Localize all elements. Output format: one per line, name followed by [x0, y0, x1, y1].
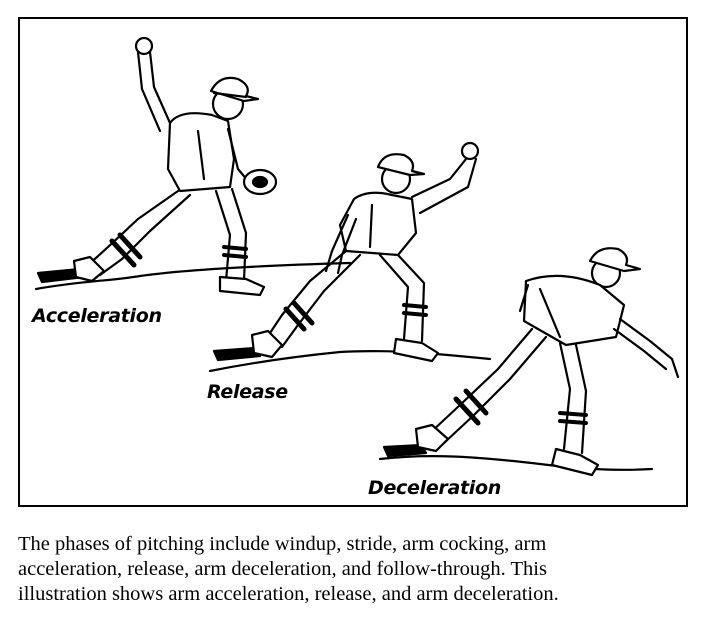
- ground-line: [378, 454, 654, 471]
- ground-line: [208, 350, 492, 373]
- label-deceleration: Deceleration: [368, 477, 501, 499]
- pitcher-release: [250, 141, 480, 363]
- pitching-rubber: [212, 346, 262, 362]
- figure-caption: The phases of pitching include windup, s…: [18, 532, 698, 607]
- pitcher-acceleration: [72, 36, 278, 297]
- caption-line: illustration shows arm acceleration, rel…: [18, 583, 559, 605]
- pitching-phases-illustration: Acceleration Release Deceleration: [18, 17, 688, 507]
- label-acceleration: Acceleration: [32, 305, 162, 327]
- caption-line: The phases of pitching include windup, s…: [18, 533, 547, 555]
- pitching-rubber: [382, 443, 428, 458]
- label-release: Release: [207, 381, 288, 403]
- ground-line: [34, 261, 352, 291]
- pitcher-deceleration: [414, 247, 680, 477]
- caption-line: acceleration, release, arm deceleration,…: [18, 558, 547, 580]
- pitching-drawing: [34, 36, 680, 477]
